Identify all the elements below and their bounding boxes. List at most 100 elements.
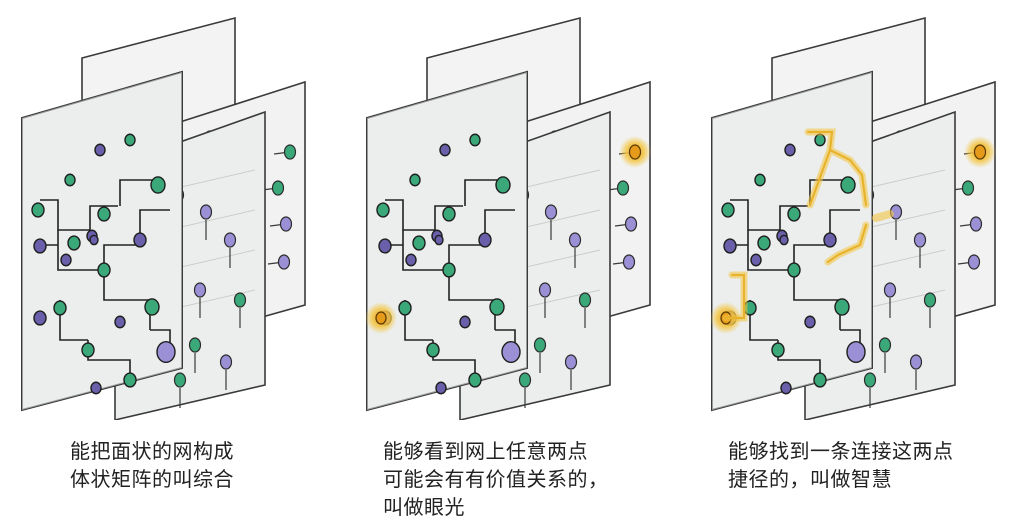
shortcut-path xyxy=(724,130,868,320)
network-node xyxy=(813,372,827,388)
network-node xyxy=(489,298,505,316)
network-node xyxy=(533,337,547,353)
network-node xyxy=(969,216,983,232)
network-node xyxy=(518,372,532,388)
network-node xyxy=(568,232,582,248)
layered-network-illustration xyxy=(365,16,651,420)
network-node xyxy=(67,235,81,251)
network-node xyxy=(787,262,801,278)
panel-wisdom: 能够找到一条连接这两点 捷径的，叫做智慧 xyxy=(690,0,1035,526)
network-node xyxy=(94,143,106,157)
panel-synthesis: 能把面状的网构成 体状矩阵的叫综合 xyxy=(0,0,345,526)
network-node xyxy=(909,354,923,370)
network-node xyxy=(89,234,99,246)
network-node xyxy=(846,340,866,364)
network-node xyxy=(434,234,444,246)
network-node xyxy=(53,300,67,316)
network-node xyxy=(409,173,421,187)
network-node xyxy=(578,292,592,308)
network-node xyxy=(398,300,412,316)
network-node xyxy=(97,262,111,278)
network-node xyxy=(283,144,297,160)
highlighted-node xyxy=(628,144,642,160)
network-node xyxy=(961,180,975,196)
network-node xyxy=(622,254,636,270)
network-node xyxy=(442,262,456,278)
connection-line xyxy=(119,179,158,206)
network-node xyxy=(823,232,837,248)
network-node xyxy=(564,354,578,370)
network-node xyxy=(33,238,47,254)
panel-caption: 能够看到网上任意两点 可能会有有价值关系的， 叫做眼光 xyxy=(383,437,609,521)
caption-line-1: 能把面状的网构成 xyxy=(70,439,234,463)
connection-line xyxy=(385,199,463,231)
caption-line-2: 体状矩阵的叫综合 xyxy=(70,467,234,491)
network-node xyxy=(156,340,176,364)
network-node xyxy=(913,232,927,248)
network-node xyxy=(114,315,126,329)
network-node xyxy=(771,342,785,358)
network-node xyxy=(624,216,638,232)
network-node xyxy=(90,381,102,395)
network-node xyxy=(750,253,762,267)
network-node xyxy=(834,298,850,316)
network-node xyxy=(544,204,558,220)
network-node xyxy=(501,340,521,364)
network-node xyxy=(878,337,892,353)
highlighted-node xyxy=(375,311,387,325)
network-node xyxy=(412,235,426,251)
network-node xyxy=(779,234,789,246)
network-node xyxy=(223,232,237,248)
network-node xyxy=(173,372,187,388)
network-node xyxy=(277,254,291,270)
network-node xyxy=(123,372,137,388)
network-node xyxy=(405,253,417,267)
panel-vision: 能够看到网上任意两点 可能会有有价值关系的， 叫做眼光 xyxy=(345,0,690,526)
connection-line xyxy=(464,179,503,206)
network-node xyxy=(721,202,735,218)
panel-caption: 能把面状的网构成 体状矩阵的叫综合 xyxy=(70,437,234,493)
network-node xyxy=(784,143,796,157)
network-node xyxy=(124,133,136,147)
network-node xyxy=(144,298,160,316)
network-node xyxy=(616,180,630,196)
network-node xyxy=(883,282,897,298)
network-node xyxy=(188,337,202,353)
network-node xyxy=(233,292,247,308)
network-node xyxy=(199,204,213,220)
network-node xyxy=(757,235,771,251)
network-node xyxy=(426,342,440,358)
network-node xyxy=(538,282,552,298)
network-node xyxy=(81,342,95,358)
network-node xyxy=(804,315,816,329)
network-node xyxy=(435,381,447,395)
network-node xyxy=(64,173,76,187)
shortcut-path xyxy=(872,210,894,222)
network-node xyxy=(923,292,937,308)
network-node xyxy=(469,133,481,147)
network-node xyxy=(723,238,737,254)
network-node xyxy=(150,176,166,194)
network-node xyxy=(863,372,877,388)
panel-caption: 能够找到一条连接这两点 捷径的，叫做智慧 xyxy=(728,437,954,493)
connection-line xyxy=(40,199,118,231)
network-node xyxy=(133,232,147,248)
caption-line-1: 能够找到一条连接这两点 xyxy=(728,439,954,463)
network-node xyxy=(787,206,801,222)
network-node xyxy=(495,176,511,194)
network-node xyxy=(840,176,856,194)
layered-network-illustration xyxy=(710,16,996,420)
network-node xyxy=(60,253,72,267)
network-node xyxy=(439,143,451,157)
connection-line xyxy=(730,199,808,231)
network-node xyxy=(468,372,482,388)
network-node xyxy=(33,310,47,326)
caption-line-3: 叫做眼光 xyxy=(383,495,465,519)
network-node xyxy=(97,206,111,222)
network-node xyxy=(376,202,390,218)
network-node xyxy=(478,232,492,248)
network-node xyxy=(31,202,45,218)
network-node xyxy=(780,381,792,395)
layered-network-illustration xyxy=(21,16,306,420)
network-node xyxy=(219,354,233,370)
